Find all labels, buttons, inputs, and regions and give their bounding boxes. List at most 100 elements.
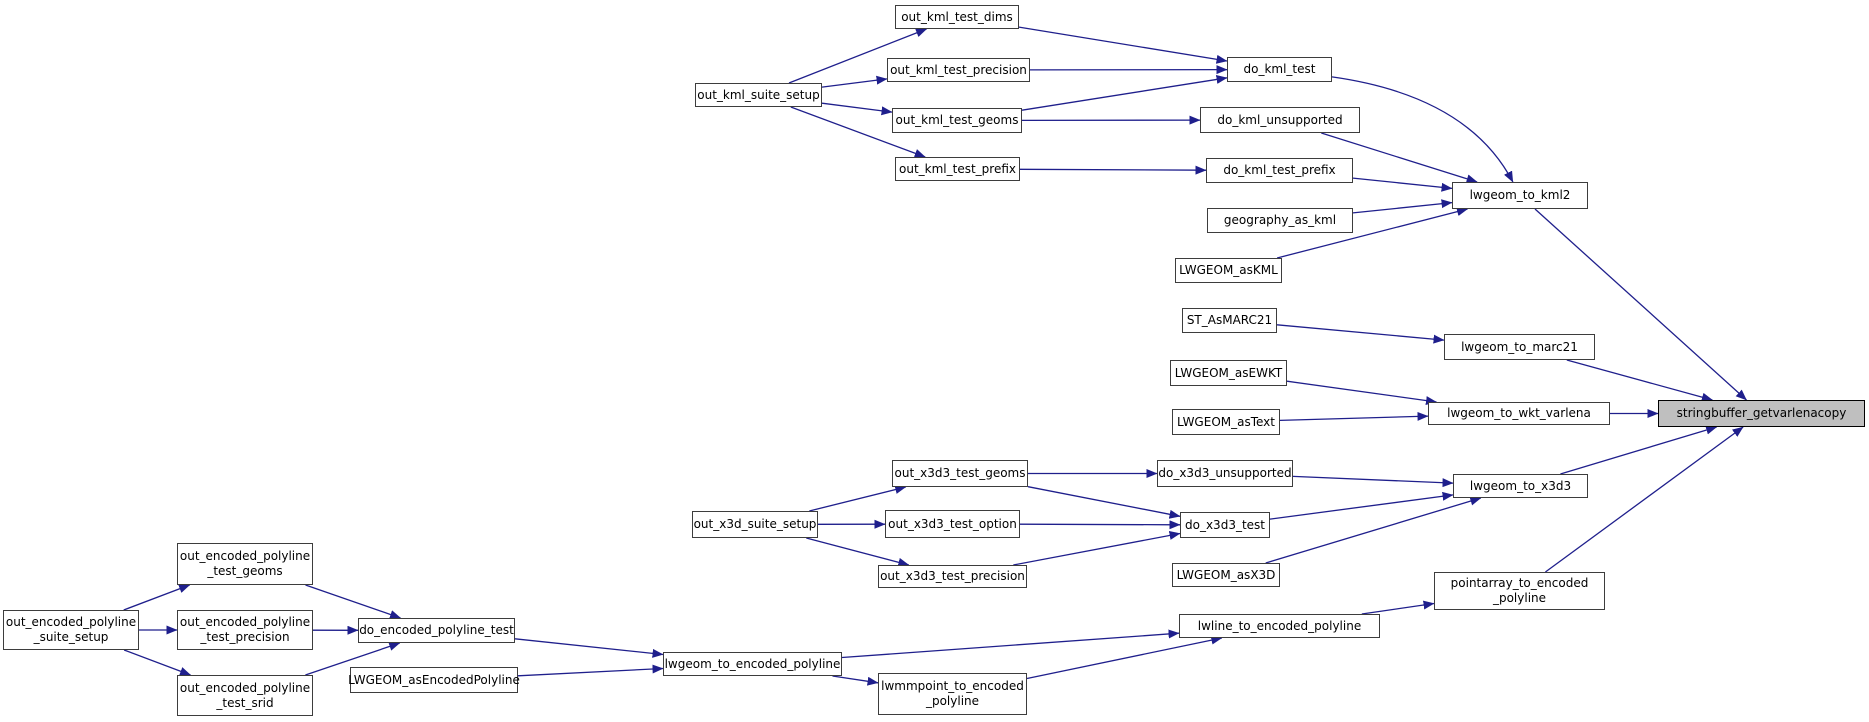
- node-LWGEOM_asX3D[interactable]: LWGEOM_asX3D: [1172, 563, 1280, 587]
- node-out_x3d_suite_setup[interactable]: out_x3d_suite_setup: [692, 511, 818, 538]
- node-out_x3d3_test_option[interactable]: out_x3d3_test_option: [885, 510, 1020, 538]
- node-out_kml_test_dims[interactable]: out_kml_test_dims: [895, 5, 1019, 29]
- node-label: out_kml_test_precision: [890, 62, 1027, 77]
- node-out_encoded_polyline_test_precision[interactable]: out_encoded_polyline_test_precision: [177, 610, 313, 650]
- node-label: _test_srid: [216, 695, 274, 710]
- edge-out_encoded_polyline_test_geoms--do_encoded_polyline_test: [305, 584, 401, 619]
- node-out_kml_test_prefix[interactable]: out_kml_test_prefix: [895, 157, 1020, 181]
- node-label: _polyline: [1492, 591, 1547, 605]
- edge-ST_AsMARC21--lwgeom_to_marc21: [1276, 324, 1445, 344]
- node-label: out_encoded_polyline: [179, 549, 311, 563]
- node-out_encoded_polyline_suite_setup[interactable]: out_encoded_polyline_suite_setup: [3, 610, 139, 650]
- node-label: lwline_to_encoded_polyline: [1197, 618, 1362, 633]
- edge-out_kml_suite_setup--out_kml_test_dims: [788, 28, 927, 84]
- edge-out_x3d3_test_precision--do_x3d3_test: [1013, 531, 1181, 566]
- node-label: out_x3d3_test_geoms: [894, 466, 1026, 480]
- node-out_encoded_polyline_test_geoms[interactable]: out_encoded_polyline_test_geoms: [177, 543, 313, 585]
- node-label: LWGEOM_asEncodedPolyline: [348, 672, 520, 687]
- edge-lwline_to_encoded_polyline--pointarray_to_encoded_polyline: [1361, 600, 1435, 615]
- node-label: pointarray_to_encoded: [1450, 576, 1589, 590]
- node-LWGEOM_asText[interactable]: LWGEOM_asText: [1172, 409, 1280, 435]
- edge-LWGEOM_asX3D--lwgeom_to_x3d3: [1265, 496, 1482, 564]
- node-label: do_encoded_polyline_test: [359, 623, 514, 637]
- edge-do_x3d3_test--lwgeom_to_x3d3: [1269, 491, 1454, 520]
- edge-lwgeom_to_encoded_polyline--lwline_to_encoded_polyline: [841, 629, 1180, 659]
- node-label: out_encoded_polyline: [179, 615, 311, 629]
- node-do_kml_test[interactable]: do_kml_test: [1227, 57, 1332, 82]
- node-label: LWGEOM_asX3D: [1176, 567, 1276, 582]
- edge-out_encoded_polyline_test_srid--do_encoded_polyline_test: [305, 642, 401, 676]
- node-label: LWGEOM_asEWKT: [1174, 365, 1283, 380]
- edge-out_kml_test_geoms--do_kml_test: [1021, 74, 1228, 111]
- edge-out_kml_suite_setup--out_kml_test_prefix: [790, 106, 926, 158]
- node-lwgeom_to_encoded_polyline[interactable]: lwgeom_to_encoded_polyline: [663, 652, 842, 676]
- edge-lwgeom_to_kml2--stringbuffer_getvarlenacopy: [1534, 208, 1747, 401]
- node-label: out_x3d_suite_setup: [693, 517, 817, 531]
- node-LWGEOM_asEncodedPolyline[interactable]: LWGEOM_asEncodedPolyline: [348, 667, 520, 693]
- edge-out_kml_test_prefix--do_kml_test_prefix: [1019, 165, 1207, 175]
- edge-out_x3d3_test_option--do_x3d3_test: [1019, 520, 1181, 530]
- node-lwgeom_to_kml2[interactable]: lwgeom_to_kml2: [1452, 182, 1588, 209]
- node-label: out_kml_test_geoms: [895, 113, 1019, 127]
- node-do_kml_test_prefix[interactable]: do_kml_test_prefix: [1206, 158, 1353, 183]
- edge-lwgeom_to_encoded_polyline--lwmmpoint_to_encoded_polyline: [832, 675, 879, 686]
- edge-do_encoded_polyline_test--lwgeom_to_encoded_polyline: [514, 638, 664, 658]
- edge-do_kml_test_prefix--lwgeom_to_kml2: [1352, 177, 1453, 192]
- node-label: do_x3d3_unsupported: [1158, 466, 1292, 480]
- node-label: _polyline: [925, 694, 980, 708]
- node-out_kml_test_precision[interactable]: out_kml_test_precision: [887, 58, 1030, 82]
- node-pointarray_to_encoded_polyline[interactable]: pointarray_to_encoded_polyline: [1434, 572, 1605, 610]
- node-lwgeom_to_wkt_varlena[interactable]: lwgeom_to_wkt_varlena: [1428, 402, 1610, 425]
- node-out_encoded_polyline_test_srid[interactable]: out_encoded_polyline_test_srid: [177, 675, 313, 716]
- node-do_x3d3_unsupported[interactable]: do_x3d3_unsupported: [1157, 460, 1293, 487]
- edge-out_encoded_polyline_suite_setup--out_encoded_polyline_test_geoms: [123, 584, 191, 611]
- node-lwmmpoint_to_encoded_polyline[interactable]: lwmmpoint_to_encoded_polyline: [878, 673, 1027, 715]
- node-label: do_kml_test_prefix: [1223, 163, 1336, 177]
- node-label: out_kml_test_prefix: [899, 161, 1016, 176]
- node-do_kml_unsupported[interactable]: do_kml_unsupported: [1200, 107, 1360, 133]
- node-label: LWGEOM_asText: [1176, 414, 1275, 429]
- node-label: do_x3d3_test: [1185, 517, 1265, 532]
- node-label: lwgeom_to_kml2: [1469, 188, 1571, 202]
- edge-out_encoded_polyline_suite_setup--out_encoded_polyline_test_srid: [123, 649, 191, 676]
- node-LWGEOM_asEWKT[interactable]: LWGEOM_asEWKT: [1170, 360, 1287, 386]
- node-out_x3d3_test_precision[interactable]: out_x3d3_test_precision: [878, 565, 1027, 588]
- node-out_kml_test_geoms[interactable]: out_kml_test_geoms: [892, 108, 1022, 133]
- edge-geography_as_kml--lwgeom_to_kml2: [1352, 199, 1453, 214]
- edge-out_x3d3_test_geoms--do_x3d3_test: [1027, 486, 1181, 519]
- node-label: stringbuffer_getvarlenacopy: [1676, 406, 1847, 420]
- edge-out_x3d_suite_setup--out_x3d3_test_precision: [806, 537, 910, 567]
- edge-LWGEOM_asText--lwgeom_to_wkt_varlena: [1279, 411, 1429, 422]
- node-label: lwgeom_to_encoded_polyline: [664, 656, 841, 671]
- node-do_encoded_polyline_test[interactable]: do_encoded_polyline_test: [358, 618, 515, 643]
- node-do_x3d3_test[interactable]: do_x3d3_test: [1180, 512, 1270, 538]
- node-label: _suite_setup: [33, 630, 109, 644]
- node-label: lwgeom_to_marc21: [1461, 339, 1578, 354]
- node-label: out_x3d3_test_precision: [880, 569, 1025, 583]
- edge-do_kml_test--lwgeom_to_kml2: [1331, 76, 1514, 183]
- edge-lwgeom_to_x3d3--stringbuffer_getvarlenacopy: [1560, 425, 1718, 475]
- node-label: geography_as_kml: [1223, 213, 1337, 227]
- node-label: out_kml_suite_setup: [697, 87, 820, 102]
- edge-do_kml_unsupported--lwgeom_to_kml2: [1321, 132, 1478, 184]
- edge-lwgeom_to_marc21--stringbuffer_getvarlenacopy: [1566, 359, 1713, 402]
- edge-out_kml_suite_setup--out_kml_test_geoms: [821, 102, 893, 116]
- node-lwgeom_to_x3d3[interactable]: lwgeom_to_x3d3: [1453, 474, 1588, 498]
- node-label: lwgeom_to_wkt_varlena: [1447, 406, 1591, 420]
- node-label: out_kml_test_dims: [901, 9, 1013, 24]
- edge-do_x3d3_unsupported--lwgeom_to_x3d3: [1292, 475, 1454, 488]
- node-label: LWGEOM_asKML: [1179, 263, 1278, 277]
- node-geography_as_kml[interactable]: geography_as_kml: [1207, 208, 1353, 233]
- node-lwgeom_to_marc21[interactable]: lwgeom_to_marc21: [1444, 334, 1595, 360]
- node-lwline_to_encoded_polyline[interactable]: lwline_to_encoded_polyline: [1179, 614, 1380, 638]
- node-label: ST_AsMARC21: [1186, 313, 1273, 327]
- node-label: out_x3d3_test_option: [888, 516, 1017, 531]
- node-out_kml_suite_setup[interactable]: out_kml_suite_setup: [695, 83, 822, 107]
- node-label: do_kml_unsupported: [1217, 112, 1343, 127]
- node-ST_AsMARC21[interactable]: ST_AsMARC21: [1182, 308, 1277, 333]
- node-label: lwgeom_to_x3d3: [1469, 478, 1572, 493]
- node-out_x3d3_test_geoms[interactable]: out_x3d3_test_geoms: [892, 460, 1028, 487]
- node-label: out_encoded_polyline: [5, 615, 137, 629]
- node-LWGEOM_asKML[interactable]: LWGEOM_asKML: [1175, 258, 1282, 283]
